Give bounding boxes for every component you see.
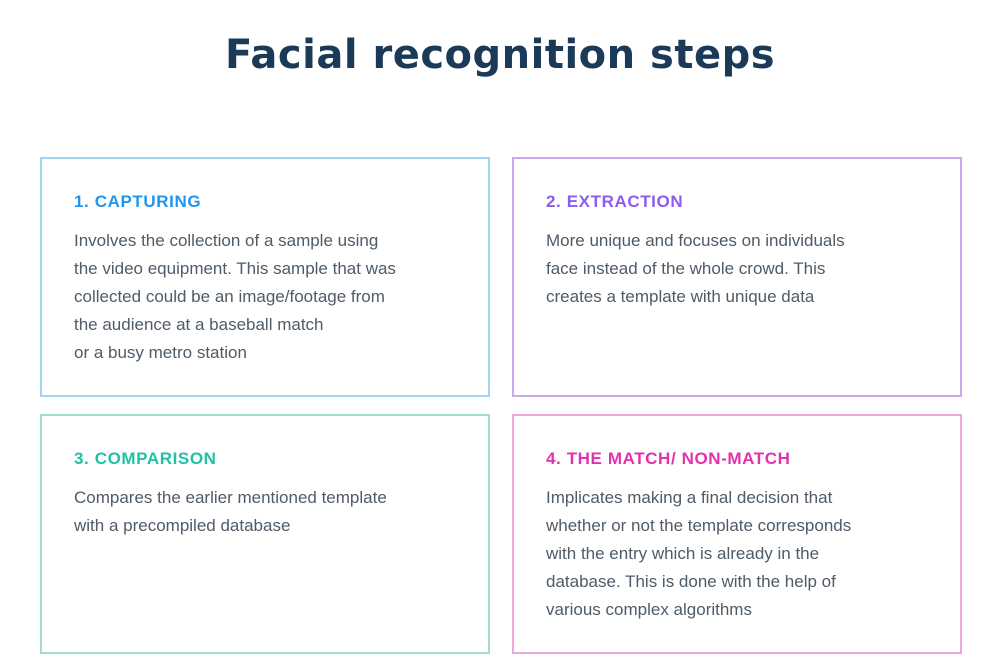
- step-description: Implicates making a final decision that …: [546, 488, 852, 619]
- step-card-match-non-match: 4. THE MATCH/ NON-MATCH Implicates makin…: [512, 414, 962, 654]
- step-heading: 2. EXTRACTION: [546, 192, 684, 211]
- step-heading: 3. COMPARISON: [74, 449, 217, 468]
- step-card-comparison: 3. COMPARISON Compares the earlier menti…: [40, 414, 490, 654]
- step-heading: 1. CAPTURING: [74, 192, 202, 211]
- steps-grid: 1. CAPTURING Involves the collection of …: [40, 157, 962, 654]
- step-heading: 4. THE MATCH/ NON-MATCH: [546, 449, 791, 468]
- step-description: More unique and focuses on individuals f…: [546, 231, 845, 306]
- page-title: Facial recognition steps: [224, 32, 776, 78]
- step-card-extraction: 2. EXTRACTION More unique and focuses on…: [512, 157, 962, 397]
- step-card-capturing: 1. CAPTURING Involves the collection of …: [40, 157, 490, 397]
- step-description: Involves the collection of a sample usin…: [74, 231, 396, 362]
- infographic-page: Facial recognition steps 1. CAPTURING In…: [0, 32, 1000, 663]
- step-description: Compares the earlier mentioned template …: [74, 488, 387, 535]
